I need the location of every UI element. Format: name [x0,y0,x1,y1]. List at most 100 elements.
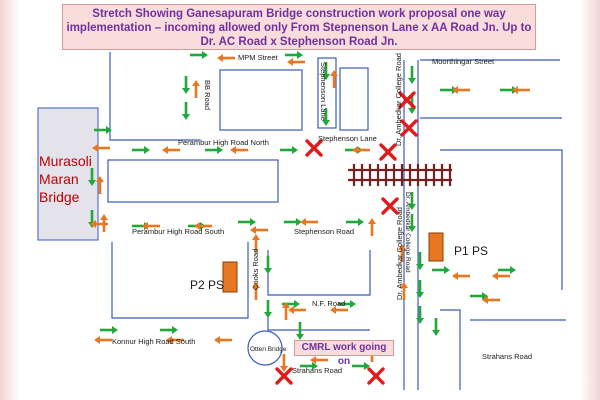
block-nf [267,250,371,296]
cmrl-notice: CMRL work going on [294,340,394,367]
road-label-bb: BB Road [203,80,212,110]
direction-arrow-icon [214,336,232,344]
direction-arrow-icon [400,282,408,300]
road-label-konnur: Konnur High Road South [112,337,195,346]
direction-arrow-icon [166,336,184,344]
traffic-arrows [88,51,530,372]
road-label-stephenson-lane: Stephenson Lane [318,134,377,143]
direction-arrow-icon [250,226,268,234]
direction-arrow-icon [470,292,488,300]
otteri-roundabout [247,330,283,366]
direction-arrow-icon [94,126,112,134]
map-title: Stretch Showing Ganesapuram Bridge const… [66,8,532,48]
direction-arrow-icon [264,300,272,318]
road-label-perambur-north: Perambur High Road North [178,138,269,147]
direction-arrow-icon [452,86,470,94]
direction-arrow-icon [96,176,104,194]
direction-arrow-icon [280,354,288,372]
direction-arrow-icon [296,322,304,340]
direction-arrow-icon [512,86,530,94]
direction-arrow-icon [452,272,470,280]
block-cooks-left [111,242,249,319]
direction-arrow-icon [285,51,303,59]
red-x-icon [305,139,323,157]
road-label-nf: N.F. Road [312,299,345,308]
direction-arrow-icon [94,336,112,344]
direction-arrow-icon [288,306,306,314]
direction-arrow-icon [492,272,510,280]
direction-arrow-icon [90,220,108,228]
road-outlines [107,52,566,390]
direction-arrow-icon [230,146,248,154]
road-label-otteri-bridge: Otteri Bridge [250,346,287,353]
direction-arrow-icon [322,62,330,80]
road-label-cooks: Cooks Road [251,249,260,290]
direction-arrow-icon [88,168,96,186]
red-x-icon [367,367,385,385]
block-mpm [219,69,303,131]
block-left-top [109,52,200,141]
direction-arrow-icon [416,252,424,270]
direction-arrow-icon [498,266,516,274]
direction-arrow-icon [416,280,424,298]
direction-arrow-icon [160,326,178,334]
direction-arrow-icon [92,144,110,152]
direction-arrow-icon [194,222,212,230]
direction-arrow-icon [192,80,200,98]
title-banner [62,4,536,50]
block-perambur-mid [107,159,279,203]
direction-arrow-icon [252,234,260,252]
direction-arrow-icon [352,362,370,370]
direction-arrow-icon [217,54,235,62]
road-label-stephenson-road: Stephenson Road [294,227,354,236]
direction-arrow-icon [352,146,370,154]
red-x-icon [400,119,418,137]
direction-arrow-icon [408,66,416,84]
direction-arrow-icon [330,306,348,314]
direction-arrow-icon [264,256,272,274]
block-right-upper [440,149,563,290]
railway-track-icon [348,164,452,186]
direction-arrow-icon [252,282,260,300]
block-stephenson-lane [317,57,337,129]
direction-arrow-icon [282,300,300,308]
right-edge-fade [580,0,600,400]
road-label-mpm: MPM Street [238,53,279,62]
direction-arrow-icon [322,108,330,126]
direction-arrow-icon [346,218,364,226]
direction-arrow-icon [162,146,180,154]
direction-arrow-icon [368,218,376,236]
road-label-perambur-south: Perambur High Road South [132,227,224,236]
road-label-ambedkar-upper: Dr. Ambedkar College Road [394,53,403,146]
direction-arrow-icon [284,218,302,226]
direction-arrow-icon [287,58,305,66]
p1-ps-label: P1 PS [454,244,489,258]
direction-arrow-icon [182,76,190,94]
block-cmrl [267,312,370,331]
red-x-icon [381,197,399,215]
direction-arrow-icon [100,326,118,334]
direction-arrow-icon [408,214,416,232]
direction-arrow-icon [238,218,256,226]
direction-arrow-icon [132,146,150,154]
direction-arrow-icon [142,222,160,230]
road-label-ambedkar-mid: Dr. Ambedkar College Road [404,192,411,273]
direction-arrow-icon [310,356,328,364]
bridge-label: Murasoli Maran Bridge [39,153,92,205]
left-edge-fade [0,0,20,400]
blocked-markers [275,91,418,385]
direction-arrow-icon [300,218,318,226]
direction-arrow-icon [416,306,424,324]
police-station-icon [428,232,444,262]
police-station-icon [222,261,238,293]
red-x-icon [275,367,293,385]
direction-arrow-icon [182,102,190,120]
p2-ps-label: P2 PS [190,278,225,292]
direction-arrow-icon [338,300,356,308]
road-label-strahans-right: Strahans Road [482,352,532,361]
red-x-icon [398,91,416,109]
direction-arrow-icon [300,362,318,370]
murasoli-maran-bridge-block [37,107,99,241]
direction-arrow-icon [482,296,500,304]
road-labels: MPM Street Moorthingar Street BB Road St… [112,53,532,375]
